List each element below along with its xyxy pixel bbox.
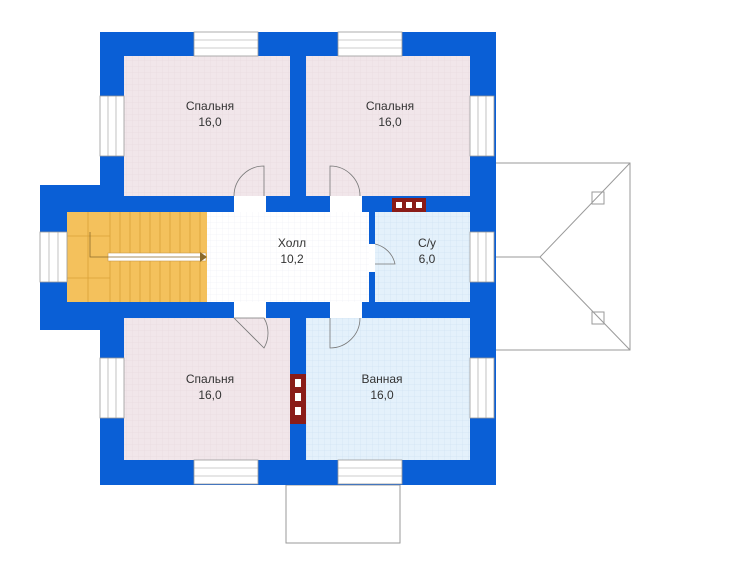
porch-outline [285, 484, 401, 544]
room-bathroom [306, 318, 470, 460]
label-bedroom-bottom-name: Спальня [186, 372, 234, 386]
roof-outline [495, 162, 631, 351]
door-swings [233, 165, 396, 349]
room-wc [375, 212, 470, 302]
label-wc-name: С/у [418, 236, 436, 250]
label-bathroom-name: Ванная [361, 372, 402, 386]
label-bedroom-top-right-name: Спальня [366, 99, 414, 113]
windows [39, 31, 495, 485]
label-hall-name: Холл [278, 236, 306, 250]
door-openings [234, 196, 375, 318]
room-bedroom-bottom [124, 318, 290, 460]
chimney-top [392, 198, 426, 212]
room-hall [207, 212, 369, 302]
room-bedroom-top-left [124, 56, 290, 196]
label-bedroom-bottom-area: 16,0 [198, 388, 222, 402]
label-hall-area: 10,2 [280, 252, 304, 266]
chimney-middle [290, 374, 306, 424]
label-bedroom-top-left-name: Спальня [186, 99, 234, 113]
label-bedroom-top-left-area: 16,0 [198, 115, 222, 129]
room-bedroom-top-right [306, 56, 470, 196]
label-bedroom-top-right-area: 16,0 [378, 115, 402, 129]
label-wc-area: 6,0 [419, 252, 436, 266]
label-bathroom-area: 16,0 [370, 388, 394, 402]
staircase [67, 212, 207, 302]
